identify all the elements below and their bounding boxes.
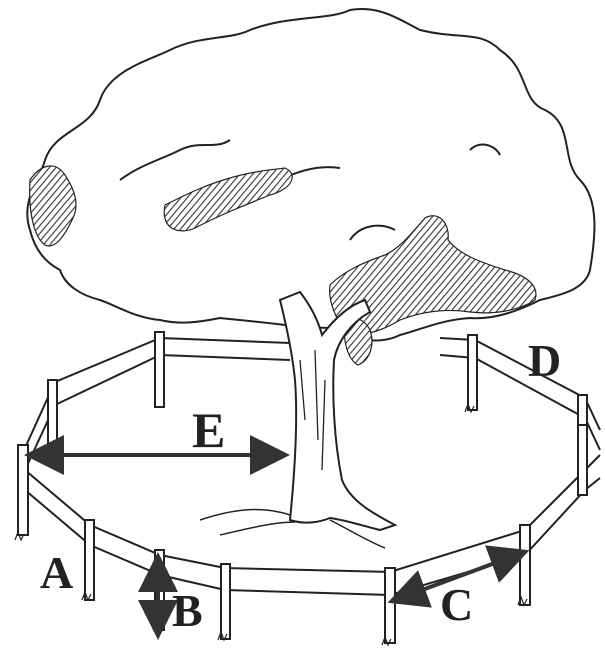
label-e: E	[192, 405, 225, 455]
label-a: A	[40, 550, 73, 596]
label-b: B	[172, 588, 203, 634]
label-c: C	[440, 582, 473, 628]
canopy-shading	[30, 166, 536, 365]
label-d: D	[528, 338, 561, 384]
